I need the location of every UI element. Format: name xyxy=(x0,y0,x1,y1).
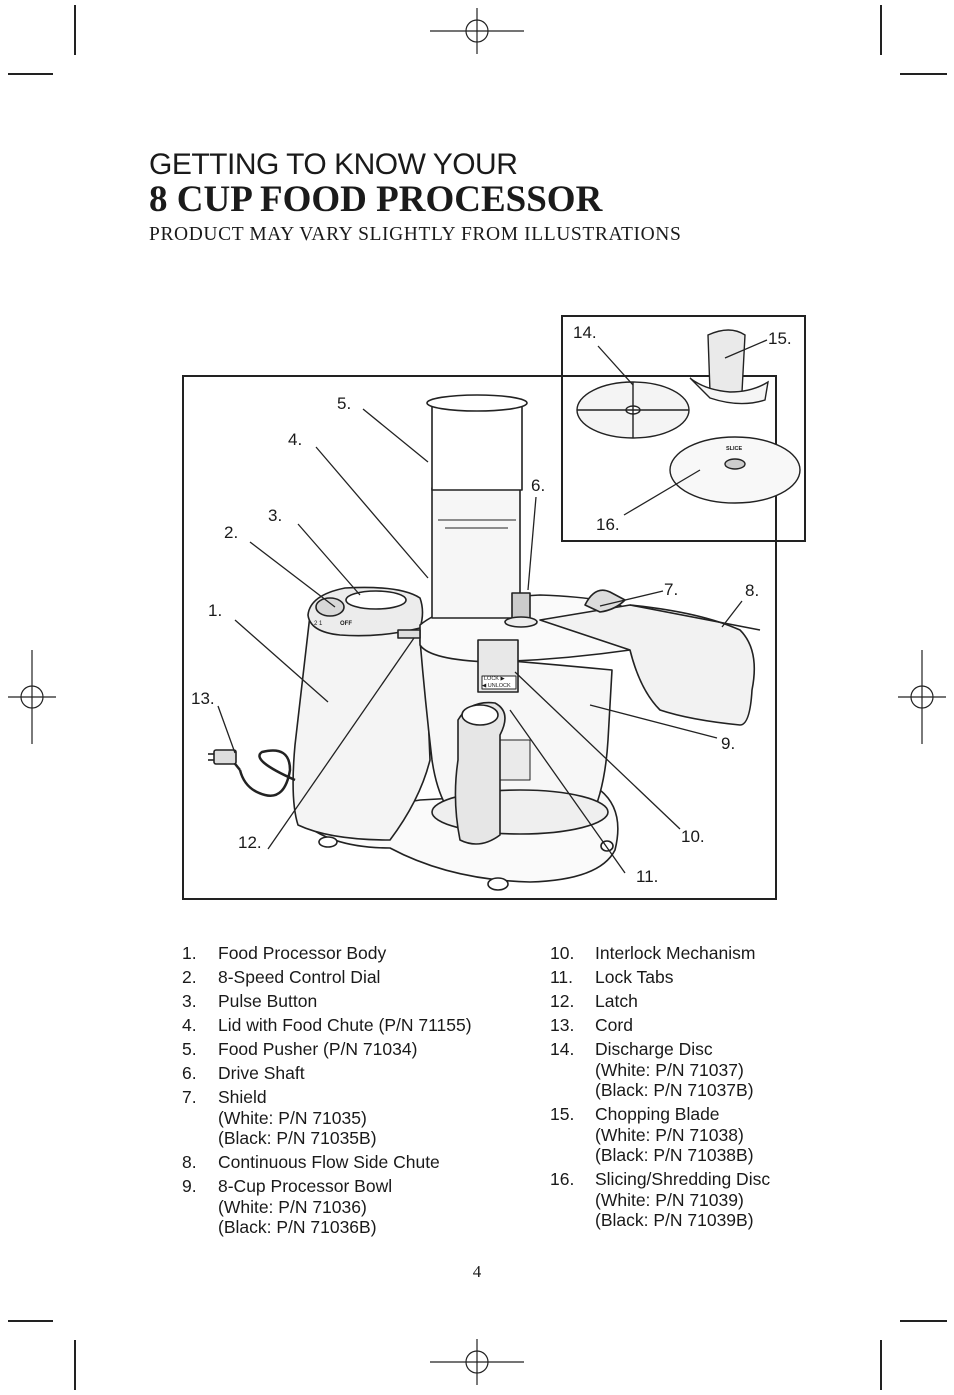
list-item: 6.Drive Shaft xyxy=(182,1063,305,1083)
list-item: 13.Cord xyxy=(550,1015,633,1035)
crop-mark xyxy=(8,73,53,75)
crop-mark xyxy=(900,73,947,75)
slice-label: SLICE xyxy=(726,446,743,452)
leader-lines xyxy=(217,339,768,874)
list-item: 9.8-Cup Processor Bowl(White: P/N 71036)… xyxy=(182,1176,393,1237)
dial-number-label: 2 1 xyxy=(314,621,323,627)
pulse-button xyxy=(345,590,407,610)
callout-11: 11. xyxy=(636,867,659,886)
crop-mark xyxy=(880,5,882,55)
foot xyxy=(487,877,509,891)
list-item: 5.Food Pusher (P/N 71034) xyxy=(182,1039,418,1059)
latch xyxy=(397,629,421,639)
list-item: 16.Slicing/Shredding Disc(White: P/N 710… xyxy=(550,1169,771,1230)
callout-7: 7. xyxy=(664,580,679,599)
list-item: 3.Pulse Button xyxy=(182,991,318,1011)
list-item: 14.Discharge Disc(White: P/N 71037)(Blac… xyxy=(550,1039,754,1100)
callout-8: 8. xyxy=(745,581,760,600)
main-diagram-frame xyxy=(182,375,777,900)
parts-list-left: 1.Food Processor Body 2.8-Speed Control … xyxy=(182,943,542,1241)
crop-mark xyxy=(880,1340,882,1390)
food-chute xyxy=(431,487,521,619)
crop-mark xyxy=(74,1340,76,1390)
title-line-2: 8 CUP FOOD PROCESSOR xyxy=(149,179,603,220)
callout-2: 2. xyxy=(224,523,239,542)
list-item: 11.Lock Tabs xyxy=(550,967,674,987)
list-item: 4.Lid with Food Chute (P/N 71155) xyxy=(182,1015,472,1035)
crop-mark xyxy=(8,1320,53,1322)
callout-1: 1. xyxy=(208,601,223,620)
pusher-top xyxy=(426,394,528,412)
callout-13: 13. xyxy=(191,689,215,708)
callout-10: 10. xyxy=(681,827,705,846)
food-pusher xyxy=(431,404,523,491)
callout-12: 12. xyxy=(238,833,262,852)
foot xyxy=(318,836,338,848)
parts-list-right: 10.Interlock Mechanism 11.Lock Tabs 12.L… xyxy=(550,943,850,1234)
lock-label: LOCK ▶ xyxy=(484,676,505,682)
control-dial xyxy=(315,597,345,617)
subtitle: PRODUCT MAY VARY SLIGHTLY FROM ILLUSTRAT… xyxy=(149,224,682,245)
unlock-label: ◀ UNLOCK xyxy=(482,683,511,689)
list-item: 2.8-Speed Control Dial xyxy=(182,967,381,987)
title-line-1: GETTING TO KNOW YOUR xyxy=(149,148,518,181)
list-item: 8.Continuous Flow Side Chute xyxy=(182,1152,440,1172)
list-item: 15.Chopping Blade(White: P/N 71038)(Blac… xyxy=(550,1104,754,1165)
list-item: 10.Interlock Mechanism xyxy=(550,943,756,963)
page-number: 4 xyxy=(472,1262,482,1281)
list-item: 1.Food Processor Body xyxy=(182,943,387,963)
plug xyxy=(213,749,237,765)
cord xyxy=(238,749,296,797)
list-item: 12.Latch xyxy=(550,991,638,1011)
list-item: 7.Shield(White: P/N 71035)(Black: P/N 71… xyxy=(182,1087,377,1148)
callout-3: 3. xyxy=(268,506,283,525)
callout-9: 9. xyxy=(721,734,736,753)
callout-14: 14. xyxy=(573,323,597,342)
callout-5: 5. xyxy=(337,394,352,413)
crop-mark xyxy=(900,1320,947,1322)
accessories-inset-frame xyxy=(561,315,806,542)
bowl-handle xyxy=(454,701,506,845)
dial-off-label: OFF xyxy=(340,621,352,627)
callout-15: 15. xyxy=(768,329,792,348)
crop-mark xyxy=(74,5,76,55)
callout-16: 16. xyxy=(596,515,620,534)
callout-6: 6. xyxy=(531,476,546,495)
slicing-disc xyxy=(669,436,801,504)
callout-4: 4. xyxy=(288,430,303,449)
